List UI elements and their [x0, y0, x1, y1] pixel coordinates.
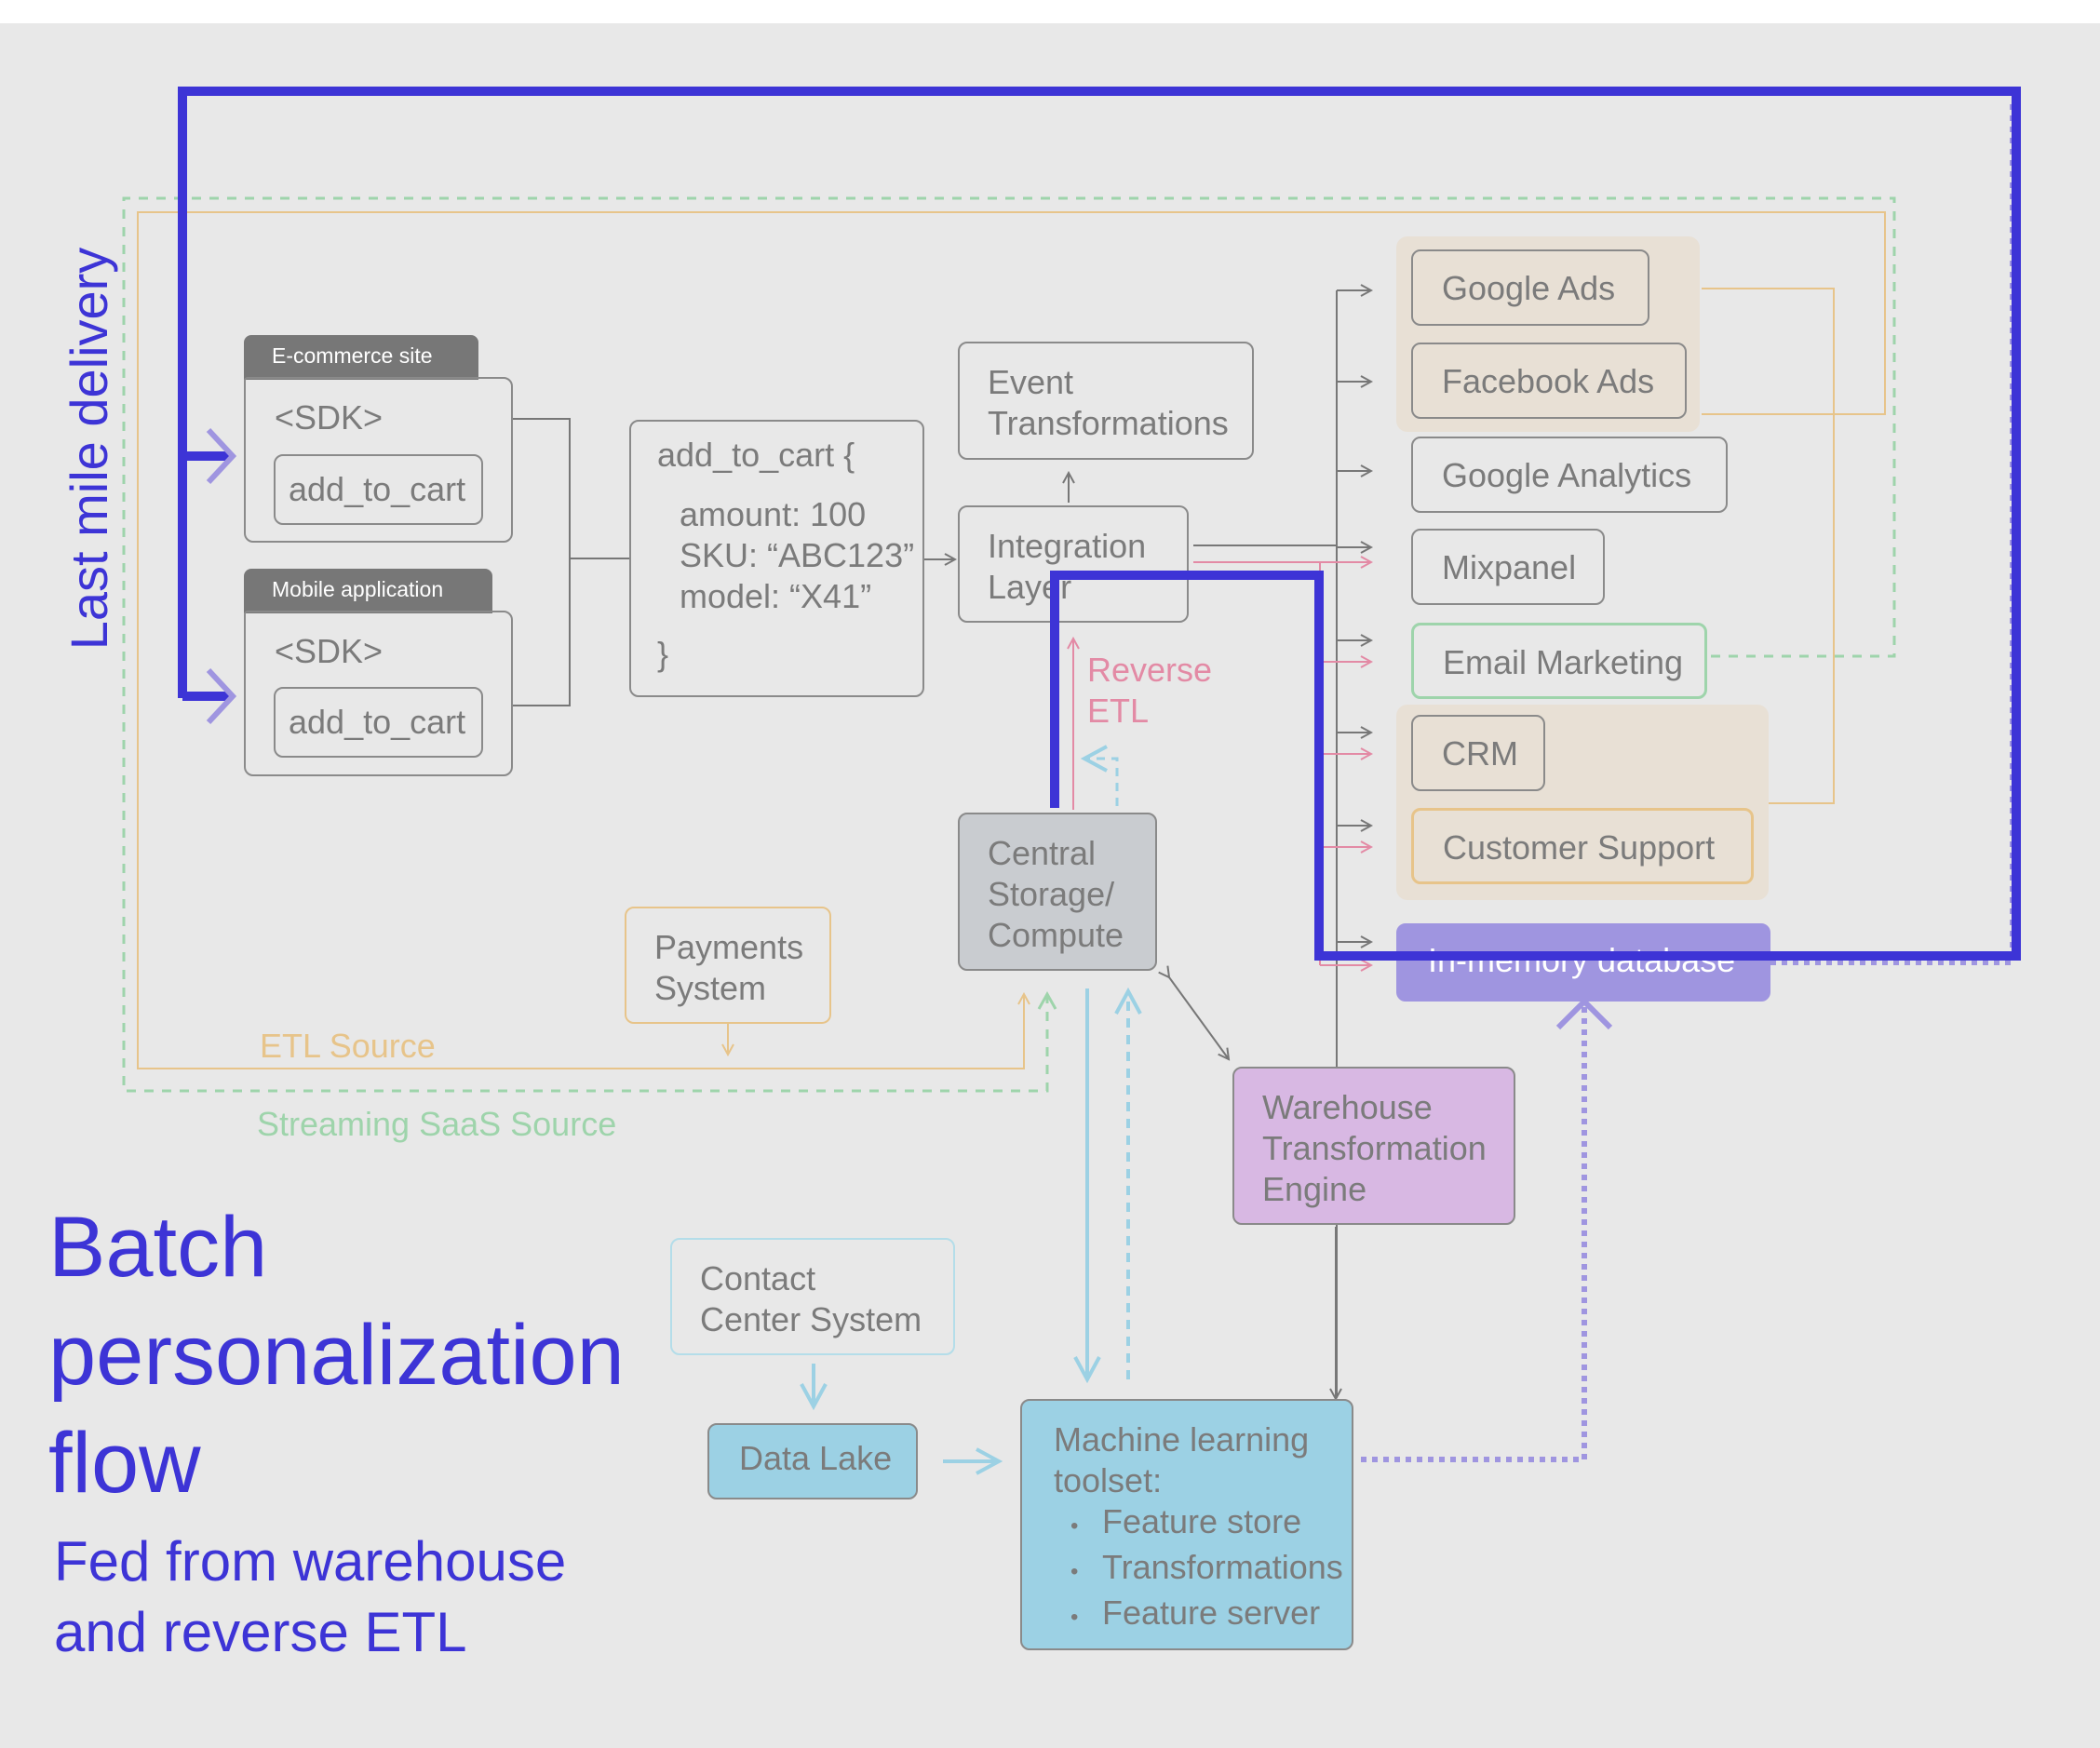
email-marketing-box: Email Marketing — [1411, 623, 1707, 699]
google-analytics-box: Google Analytics — [1411, 437, 1728, 513]
ml-toolset-box: Machine learning toolset: •Feature store… — [1020, 1399, 1353, 1650]
etl-source-connector — [137, 211, 1886, 1069]
event-transformations-box: Event Transformations — [958, 342, 1254, 460]
ml-to-in-memory-dotted-arrow — [1361, 1007, 1587, 1462]
title-line-3: flow — [48, 1416, 201, 1511]
streaming-source-label: Streaming SaaS Source — [257, 1105, 617, 1143]
ecommerce-site-box: <SDK> — [244, 377, 513, 543]
payload-open: add_to_cart { — [657, 436, 855, 474]
ml-toolset-list: •Feature store •Transformations •Feature… — [1070, 1501, 1368, 1638]
customer-support-box: Customer Support — [1411, 808, 1754, 884]
warehouse-engine-box: Warehouse Transformation Engine — [1232, 1067, 1515, 1225]
contact-center-box: Contact Center System — [670, 1238, 955, 1355]
ecommerce-add-to-cart: add_to_cart — [274, 454, 483, 525]
in-memory-arrowhead — [1555, 997, 1613, 1030]
payments-system-box: Payments System — [625, 907, 831, 1024]
etl-source-label: ETL Source — [260, 1027, 436, 1065]
ecommerce-event-label: add_to_cart — [289, 470, 466, 508]
data-lake-box: Data Lake — [707, 1423, 918, 1499]
subtitle-line-1: Fed from warehouse — [54, 1530, 567, 1593]
mixpanel-box: Mixpanel — [1411, 529, 1605, 605]
payload-box: add_to_cart { amount: 100 SKU: “ABC123” … — [629, 420, 924, 697]
mobile-sdk-label: <SDK> — [275, 632, 384, 670]
storage-engine-connector — [1169, 977, 1229, 1059]
storage-small-dashed-arrow — [1084, 759, 1119, 806]
central-storage-box: Central Storage/ Compute — [958, 813, 1157, 971]
payload-model: model: “X41” — [680, 577, 872, 615]
ml-toolset-item: •Transformations — [1070, 1548, 1343, 1586]
ecommerce-sdk-label: <SDK> — [275, 398, 384, 437]
ecommerce-tab: E-commerce site — [244, 335, 478, 380]
in-memory-dotted-right — [1770, 101, 2015, 965]
facebook-ads-box: Facebook Ads — [1411, 343, 1687, 419]
mobile-application-box: <SDK> — [244, 611, 513, 776]
payload-close: } — [657, 635, 669, 673]
mobile-add-to-cart: add_to_cart — [274, 687, 483, 758]
crm-box: CRM — [1411, 715, 1545, 791]
title-line-1: Batch — [48, 1200, 268, 1295]
subtitle-line-2: and reverse ETL — [54, 1601, 467, 1663]
ml-toolset-title: Machine learning toolset: — [1054, 1420, 1310, 1499]
ml-toolset-item: •Feature server — [1070, 1593, 1321, 1632]
last-mile-delivery-label: Last mile delivery — [60, 247, 118, 651]
last-mile-arrowhead-mobile — [206, 667, 237, 725]
google-ads-box: Google Ads — [1411, 249, 1649, 326]
last-mile-delivery-path — [178, 87, 2021, 961]
last-mile-arrowhead-ecommerce — [206, 427, 237, 485]
crm-support-group — [1396, 705, 1769, 900]
payload-amount: amount: 100 — [680, 495, 867, 533]
payload-sku: SKU: “ABC123” — [680, 536, 915, 574]
crm-group-connector — [1702, 288, 1835, 804]
streaming-source-connector — [122, 196, 1896, 1093]
mobile-event-label: add_to_cart — [289, 703, 466, 741]
reverse-etl-label: Reverse ETL — [1087, 651, 1213, 730]
sdk-merge-connector — [513, 418, 629, 706]
mobile-tab: Mobile application — [244, 569, 492, 613]
title-line-2: personalization — [48, 1308, 625, 1403]
diagram-subtitle: Fed from warehouse and reverse ETL — [54, 1526, 566, 1668]
ml-toolset-item: •Feature store — [1070, 1502, 1302, 1540]
diagram-title: Batch personalization flow — [48, 1193, 625, 1517]
